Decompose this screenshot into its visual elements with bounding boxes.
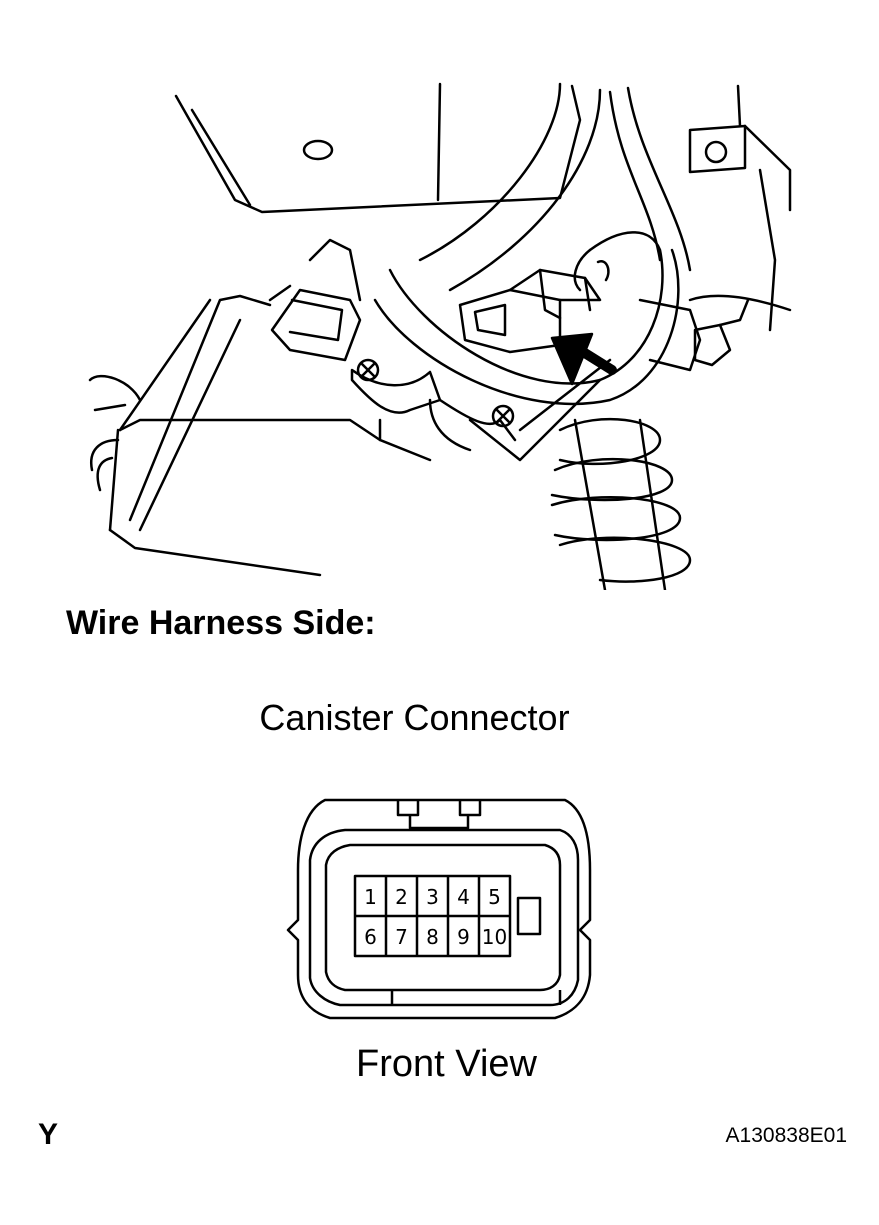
connector-name: Canister Connector: [259, 697, 570, 738]
pin-9: 9: [457, 925, 470, 949]
front-view-label: Front View: [356, 1043, 537, 1085]
corner-mark: Y: [38, 1118, 59, 1151]
pin-1: 1: [364, 885, 377, 909]
pin-8: 8: [426, 925, 439, 949]
connector-front-view-diagram: 1 2 3 4 5 6 7 8 9 10: [286, 798, 592, 1020]
figure-code: A130838E01: [725, 1124, 847, 1147]
pin-5: 5: [488, 885, 501, 909]
pin-6: 6: [364, 925, 377, 949]
engine-bay-illustration: [88, 82, 792, 590]
pin-2: 2: [395, 885, 408, 909]
pin-7: 7: [395, 925, 408, 949]
pin-3: 3: [426, 885, 439, 909]
pin-10: 10: [482, 925, 507, 949]
pin-4: 4: [457, 885, 470, 909]
wire-harness-side-heading: Wire Harness Side:: [66, 604, 376, 642]
